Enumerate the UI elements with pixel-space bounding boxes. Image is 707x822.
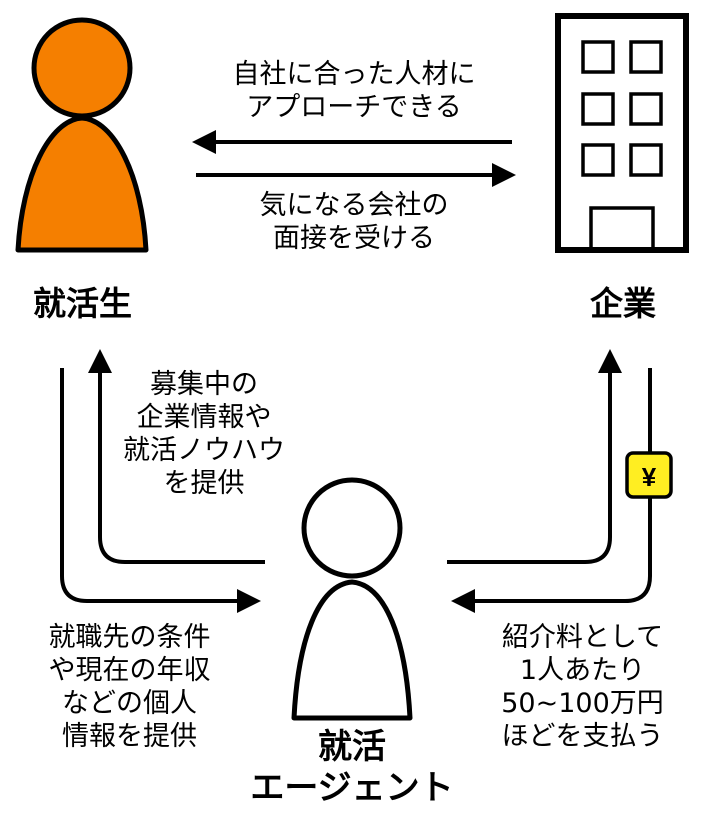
company-label: 企業 [590,284,656,323]
flow-text-line: 1人あたり [519,655,646,686]
agent-person-icon [291,477,413,721]
flow-text-line: を提供 [163,468,245,499]
flow-company-to-agent-text: 紹介料として 1人あたり 50~100万円 ほどを支払う [470,621,695,753]
building-window [629,40,663,74]
building-window [581,143,615,177]
arrow-company-to-agent [451,368,652,613]
arrow-agent-to-company [447,349,622,564]
flow-text-line: 就活ノウハウ [123,435,285,466]
building-window [629,143,663,177]
arrow-agent-to-student [88,349,265,564]
student-head [31,17,133,119]
building-outline [555,13,689,253]
building-window [581,40,615,74]
yen-symbol: ¥ [642,462,657,492]
flow-text-line: 50~100万円 [501,688,664,719]
flow-text-line: などの個人 [62,688,197,719]
agent-label-line: 就活 [318,727,386,767]
student-label: 就活生 [33,284,132,323]
building-door [589,206,655,252]
flow-student-to-agent-text: 就職先の条件 や現在の年収 などの個人 情報を提供 [22,621,237,753]
flow-text-line: 紹介料として [501,622,664,653]
flow-text-line: 面接を受ける [273,223,435,254]
flow-student-to-company-text: 気になる会社の 面接を受ける [198,189,510,255]
arrow-student-to-agent [60,368,261,613]
agent-label-line: エージェント [250,768,454,808]
flow-text-line: 気になる会社の [259,190,449,221]
flow-text-line: 情報を提供 [62,721,197,752]
agent-head [301,477,403,579]
building-window [581,92,615,126]
agent-label: 就活 エージェント [222,727,482,809]
agent-body [291,579,413,721]
flow-company-to-student-text: 自社に合った人材に アプローチできる [198,58,510,124]
company-building-icon [555,13,689,253]
flow-text-line: 募集中の [150,369,258,400]
building-window [629,92,663,126]
flow-text-line: ほどを支払う [501,721,664,752]
flow-text-line: 自社に合った人材に [232,59,476,90]
flow-agent-to-student-text: 募集中の 企業情報や 就活ノウハウ を提供 [108,368,300,500]
student-person-icon [15,17,149,253]
flow-text-line: 就職先の条件 [48,622,211,653]
flow-text-line: や現在の年収 [48,655,211,686]
flow-text-line: 企業情報や [136,402,272,433]
student-body [15,115,149,253]
yen-fee-badge: ¥ [625,451,673,499]
flow-text-line: アプローチできる [246,92,462,123]
